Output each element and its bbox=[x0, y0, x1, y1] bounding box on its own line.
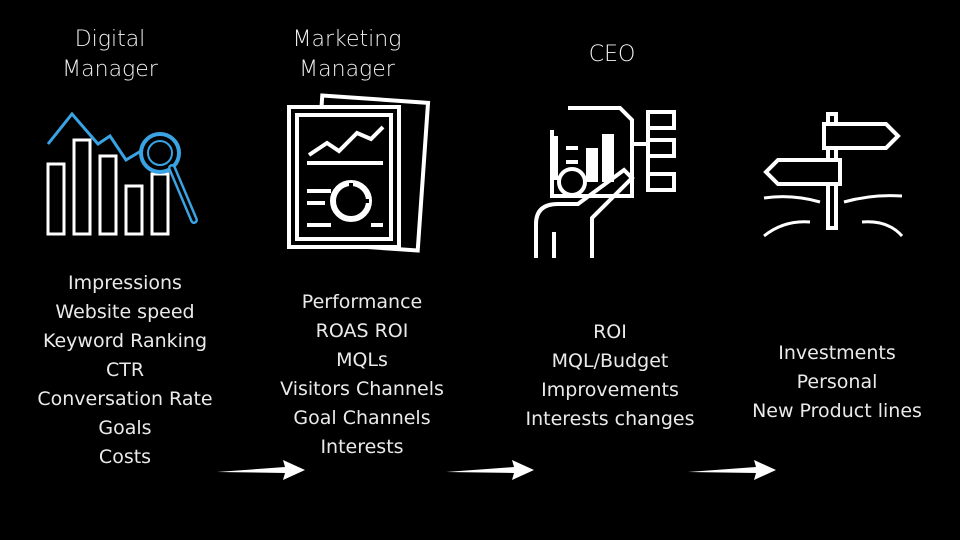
list-item: Goals bbox=[98, 417, 152, 439]
list-item: Keyword Ranking bbox=[42, 330, 208, 352]
marketing-manager-metrics: Performance ROAS ROI MQLs Visitors Chann… bbox=[252, 288, 472, 462]
list-item: MQLs bbox=[336, 349, 388, 371]
next-steps-list: Investments Personal New Product lines bbox=[727, 339, 947, 426]
list-item: Visitors Channels bbox=[280, 378, 444, 400]
report-documents-icon bbox=[287, 93, 431, 253]
list-item: Interests changes bbox=[525, 408, 695, 430]
list-item: Goal Channels bbox=[293, 407, 431, 429]
title-line: Manager bbox=[62, 57, 158, 82]
digital-manager-title: Digital Manager bbox=[40, 25, 180, 85]
flow-arrow bbox=[217, 460, 305, 480]
list-item: CTR bbox=[105, 359, 145, 381]
title-line: Digital bbox=[74, 27, 146, 52]
list-item: Impressions bbox=[68, 272, 182, 294]
ceo-title: CEO bbox=[562, 40, 662, 70]
list-item: Costs bbox=[98, 446, 152, 468]
signpost-crossroads-icon bbox=[763, 112, 904, 238]
digital-manager-metrics: Impressions Website speed Keyword Rankin… bbox=[15, 269, 235, 472]
list-item: Personal bbox=[796, 371, 878, 393]
list-item: Investments bbox=[778, 342, 896, 364]
title-line: CEO bbox=[588, 42, 636, 67]
title-line: Manager bbox=[299, 57, 395, 82]
flow-arrow bbox=[688, 460, 776, 480]
flow-arrow bbox=[446, 460, 534, 480]
list-item: MQL/Budget bbox=[551, 350, 669, 372]
list-item: Performance bbox=[301, 291, 423, 313]
list-item: Website speed bbox=[55, 301, 195, 323]
bar-chart-magnifier-icon bbox=[46, 111, 198, 236]
list-item: Conversation Rate bbox=[37, 388, 213, 410]
list-item: Improvements bbox=[541, 379, 679, 401]
list-item: ROAS ROI bbox=[315, 320, 409, 342]
marketing-manager-title: Marketing Manager bbox=[272, 25, 422, 85]
ceo-metrics: ROI MQL/Budget Improvements Interests ch… bbox=[500, 318, 720, 434]
list-item: ROI bbox=[593, 321, 627, 343]
title-line: Marketing bbox=[292, 27, 402, 52]
list-item: Interests bbox=[320, 436, 404, 458]
presenter-flowchart-icon bbox=[534, 106, 676, 258]
list-item: New Product lines bbox=[752, 400, 922, 422]
